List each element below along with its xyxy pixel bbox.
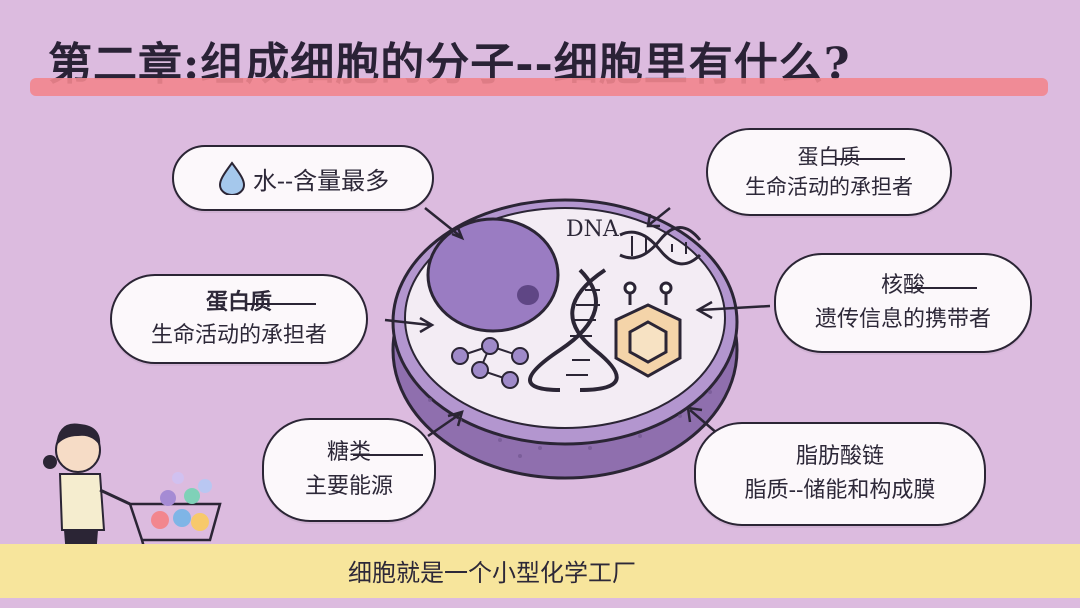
small-molecule-chain — [451, 337, 529, 389]
water-text: 水--含量最多 — [252, 166, 390, 195]
bubble-lipid: 脂肪酸链 脂质--储能和构成膜 — [694, 422, 986, 526]
protein-left-title: 蛋白质 — [206, 285, 316, 319]
bubble-water: 水--含量最多 — [172, 145, 434, 211]
bubble-nucleic-acid: 核酸 遗传信息的携带者 — [774, 253, 1032, 353]
lipid-title: 脂肪酸链 — [795, 444, 884, 469]
nucleic-title: 核酸 — [881, 269, 978, 303]
bubble-protein-top: 蛋白质 生命活动的承担者 — [706, 128, 952, 216]
bubble-protein-left: 蛋白质 生命活动的承担者 — [110, 274, 368, 364]
ring-molecule — [614, 281, 682, 378]
sugar-title: 糖类 — [327, 436, 424, 470]
footer-band — [0, 544, 1080, 598]
nucleolus — [517, 285, 539, 305]
bubble-sugar: 糖类 主要能源 — [262, 418, 436, 522]
protein-top-title: 蛋白质 — [798, 142, 906, 172]
footer-caption: 细胞就是一个小型化学工厂 — [348, 559, 636, 587]
lipid-desc: 脂质--储能和构成膜 — [744, 478, 936, 503]
dna-label: DNA — [566, 217, 620, 242]
dna-strand-a — [528, 268, 598, 392]
water-drop-icon — [218, 161, 245, 195]
protein-top-desc: 生命活动的承担者 — [745, 175, 913, 199]
nucleic-desc: 遗传信息的携带者 — [814, 307, 991, 332]
title-underline — [30, 78, 1048, 96]
dna-strand-b — [570, 268, 619, 392]
sugar-desc: 主要能源 — [304, 474, 393, 499]
protein-left-desc: 生命活动的承担者 — [150, 323, 327, 348]
nucleus — [426, 217, 560, 333]
